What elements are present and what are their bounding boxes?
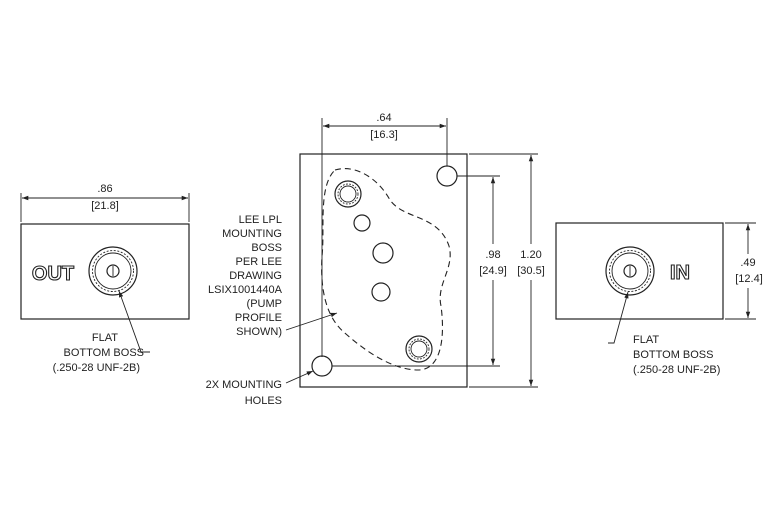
left-view: .86 [21.8] OUT FLAT BOTTOM BOSS (.250-28…	[20, 183, 190, 374]
left-width-mm: [21.8]	[91, 200, 119, 212]
in-port-label: IN	[670, 262, 690, 284]
note-line: LSIX1001440A	[208, 284, 283, 296]
left-width-in: .86	[97, 183, 112, 195]
out-boss	[88, 246, 138, 296]
left-callout-line2: BOTTOM BOSS	[64, 347, 144, 359]
right-view: .49 [12.4] IN FLAT BOTTOM BOSS (.250-28 …	[555, 222, 769, 376]
left-callout-line3: (.250-28 UNF-2B)	[53, 362, 140, 374]
right-callout-line2: BOTTOM BOSS	[633, 349, 713, 361]
note-line: DRAWING	[229, 270, 282, 282]
pump-port-small	[353, 214, 371, 232]
left-callout-line1: FLAT	[92, 332, 118, 344]
pump-port-upper	[372, 242, 394, 264]
pump-port-lower	[371, 282, 391, 302]
left-block	[20, 223, 190, 320]
right-callout-line3: (.250-28 UNF-2B)	[633, 364, 720, 376]
note-line: MOUNTING	[222, 228, 282, 240]
pump-boss-top	[334, 180, 362, 208]
mounting-boss-note: LEE LPL MOUNTING BOSS PER LEE DRAWING LS…	[208, 214, 283, 338]
note-line: LEE LPL	[239, 214, 282, 226]
note-leader	[285, 312, 338, 331]
right-block	[555, 222, 724, 320]
note-line: SHOWN)	[236, 326, 282, 338]
pump-boss-bottom	[405, 335, 433, 363]
pump-profile-outline	[321, 168, 451, 371]
left-callout-leader	[118, 290, 150, 353]
mounting-hole-bottom-left	[311, 355, 333, 377]
overall-height-mm: [30.5]	[517, 265, 545, 277]
holes-callout-line1: 2X MOUNTING	[206, 379, 282, 391]
right-height-mm: [12.4]	[735, 273, 763, 285]
right-height-in: .49	[740, 257, 755, 269]
hole-spacing-in: .64	[376, 112, 391, 124]
in-boss	[605, 246, 655, 296]
note-line: (PUMP	[247, 298, 282, 310]
hole-spacing-mm: [16.3]	[370, 129, 398, 141]
note-line: BOSS	[251, 242, 282, 254]
overall-height-in: 1.20	[520, 249, 541, 261]
hole-height-mm: [24.9]	[479, 265, 507, 277]
note-line: PER LEE	[236, 256, 282, 268]
note-line: PROFILE	[235, 312, 282, 324]
center-block	[299, 153, 468, 388]
holes-callout-line2: HOLES	[245, 395, 282, 407]
center-view: .64 [16.3] .98 [24.9] 1.20 [30.5] LEE LP…	[206, 112, 549, 407]
out-port-label: OUT	[32, 263, 74, 285]
right-callout-leader	[608, 291, 629, 344]
mounting-hole-top-right	[436, 165, 458, 187]
right-callout-line1: FLAT	[633, 334, 659, 346]
holes-leader	[285, 370, 314, 384]
hole-height-in: .98	[485, 249, 500, 261]
